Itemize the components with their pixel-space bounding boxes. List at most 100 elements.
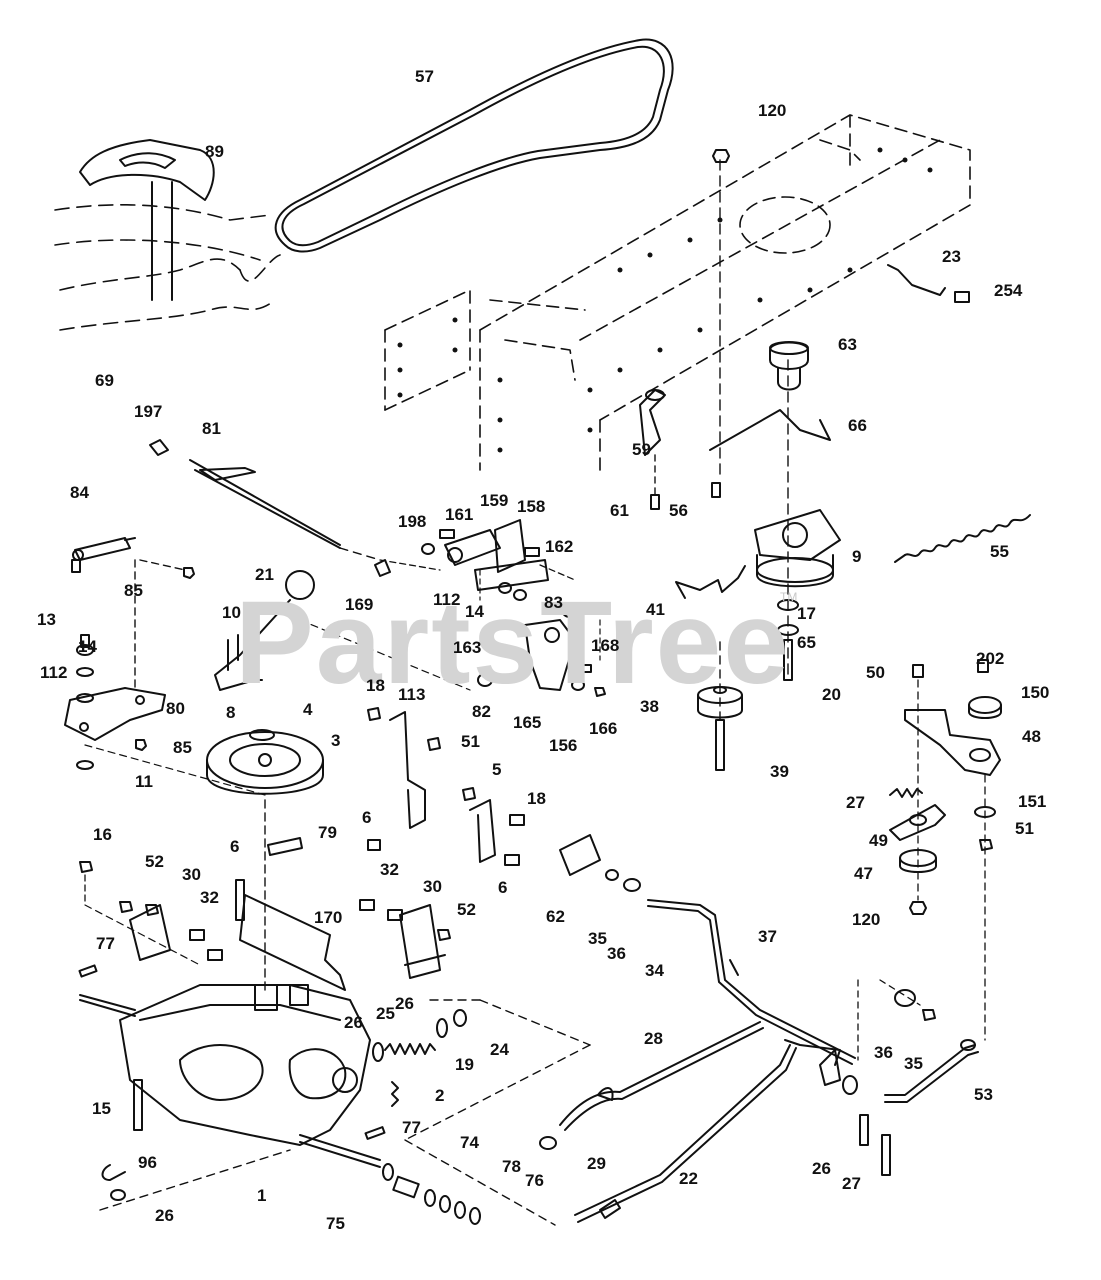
callout-label: 254: [994, 281, 1023, 300]
callout-label: 5: [492, 760, 502, 779]
chassis-frame: [479, 114, 971, 421]
bracket-159: [444, 529, 501, 566]
callout-label: 96: [138, 1153, 157, 1172]
spring-rod-41: [675, 565, 746, 599]
callout-label: 17: [797, 604, 816, 623]
callout-label: 14: [465, 602, 484, 621]
callout-label: 83: [544, 593, 563, 612]
cap-197: [149, 439, 169, 456]
bracket-169: [374, 559, 391, 577]
callout-label: 162: [545, 537, 574, 556]
callout-label: 56: [669, 501, 688, 520]
callout-label: 27: [842, 1174, 861, 1193]
callout-label: 59: [632, 440, 651, 459]
callout-label: 14: [78, 637, 97, 656]
callout-label: 20: [822, 685, 841, 704]
callout-label: 61: [610, 501, 629, 520]
callout-label: 3: [331, 731, 341, 750]
callout-label: 81: [202, 419, 221, 438]
callout-label: 75: [326, 1214, 345, 1233]
callout-label: 27: [846, 793, 865, 812]
knob-21: [285, 570, 315, 600]
callout-label: 51: [461, 732, 480, 751]
callout-label: 53: [974, 1085, 993, 1104]
callout-label: 80: [166, 699, 185, 718]
callout-label: 26: [344, 1013, 363, 1032]
callout-label: 170: [314, 908, 343, 927]
callout-label: 52: [457, 900, 476, 919]
callout-label: 30: [182, 865, 201, 884]
bracket-113: [389, 711, 426, 829]
seat-pan: [79, 139, 215, 201]
callout-label: 57: [415, 67, 434, 86]
rod-34: [647, 899, 856, 1059]
spacer-74: [392, 1175, 420, 1199]
bushing-62: [559, 834, 601, 876]
pin-79: [267, 837, 303, 856]
plate-48: [904, 709, 1001, 776]
callout-label: 62: [546, 907, 565, 926]
callout-label: 77: [96, 934, 115, 953]
callout-label: 35: [904, 1054, 923, 1073]
callout-label: 55: [990, 542, 1009, 561]
callout-label: 6: [362, 808, 372, 827]
callout-label: 26: [395, 994, 414, 1013]
spring-55: [904, 514, 1031, 557]
callout-label: 48: [1022, 727, 1041, 746]
callout-label: 202: [976, 649, 1005, 668]
callout-label: 77: [402, 1118, 421, 1137]
callout-label: 37: [758, 927, 777, 946]
bracket-23: [887, 264, 946, 296]
callout-label: 150: [1021, 683, 1050, 702]
bracket-49: [889, 804, 946, 841]
callout-label: 32: [380, 860, 399, 879]
callout-label: 18: [527, 789, 546, 808]
bracket-170: [239, 894, 346, 991]
callout-label: 18: [366, 676, 385, 695]
callout-label: 6: [230, 837, 240, 856]
handle-84: [74, 537, 131, 561]
bolt-61: [650, 494, 660, 510]
callout-label: 76: [525, 1171, 544, 1190]
rod-28: [559, 1021, 761, 1126]
callout-label: 161: [445, 505, 474, 524]
callout-label: 24: [490, 1040, 509, 1059]
bracket-158: [494, 519, 526, 573]
nut-120: [712, 149, 730, 163]
callout-label: 166: [589, 719, 618, 738]
callout-label: 16: [93, 825, 112, 844]
callout-label: 2: [435, 1086, 445, 1105]
callout-label: 9: [852, 547, 862, 566]
callout-label: 89: [205, 142, 224, 161]
callout-label: 51: [1015, 819, 1034, 838]
bracket-5: [469, 799, 496, 863]
callout-label: 26: [812, 1159, 831, 1178]
callout-label: 23: [942, 247, 961, 266]
callout-label: 112: [433, 590, 461, 609]
plate-80: [64, 687, 166, 741]
rod-22: [574, 1044, 791, 1216]
callout-label: 32: [200, 888, 219, 907]
callout-label: 113: [398, 685, 426, 704]
pin-96: [101, 1164, 126, 1181]
callout-label: 63: [838, 335, 857, 354]
pto-clutch: [754, 509, 841, 561]
callout-label: 35: [588, 929, 607, 948]
callout-label: 28: [644, 1029, 663, 1048]
callout-label: 13: [37, 610, 56, 629]
spacer-150: [968, 696, 1002, 714]
drive-belt: [274, 38, 674, 253]
callout-label: 69: [95, 371, 114, 390]
callout-label: 74: [460, 1133, 479, 1152]
plate-30-right: [399, 904, 441, 979]
callout-label: 15: [92, 1099, 111, 1118]
callout-label: 26: [155, 1206, 174, 1225]
spring-2: [391, 1081, 399, 1107]
callout-label: 85: [173, 738, 192, 757]
watermark: PartsTree: [235, 577, 791, 709]
callout-label: 151: [1018, 792, 1047, 811]
callout-label: 10: [222, 603, 241, 622]
bolt-15: [133, 1079, 143, 1131]
callout-label: 78: [502, 1157, 521, 1176]
callout-label: 82: [472, 702, 491, 721]
